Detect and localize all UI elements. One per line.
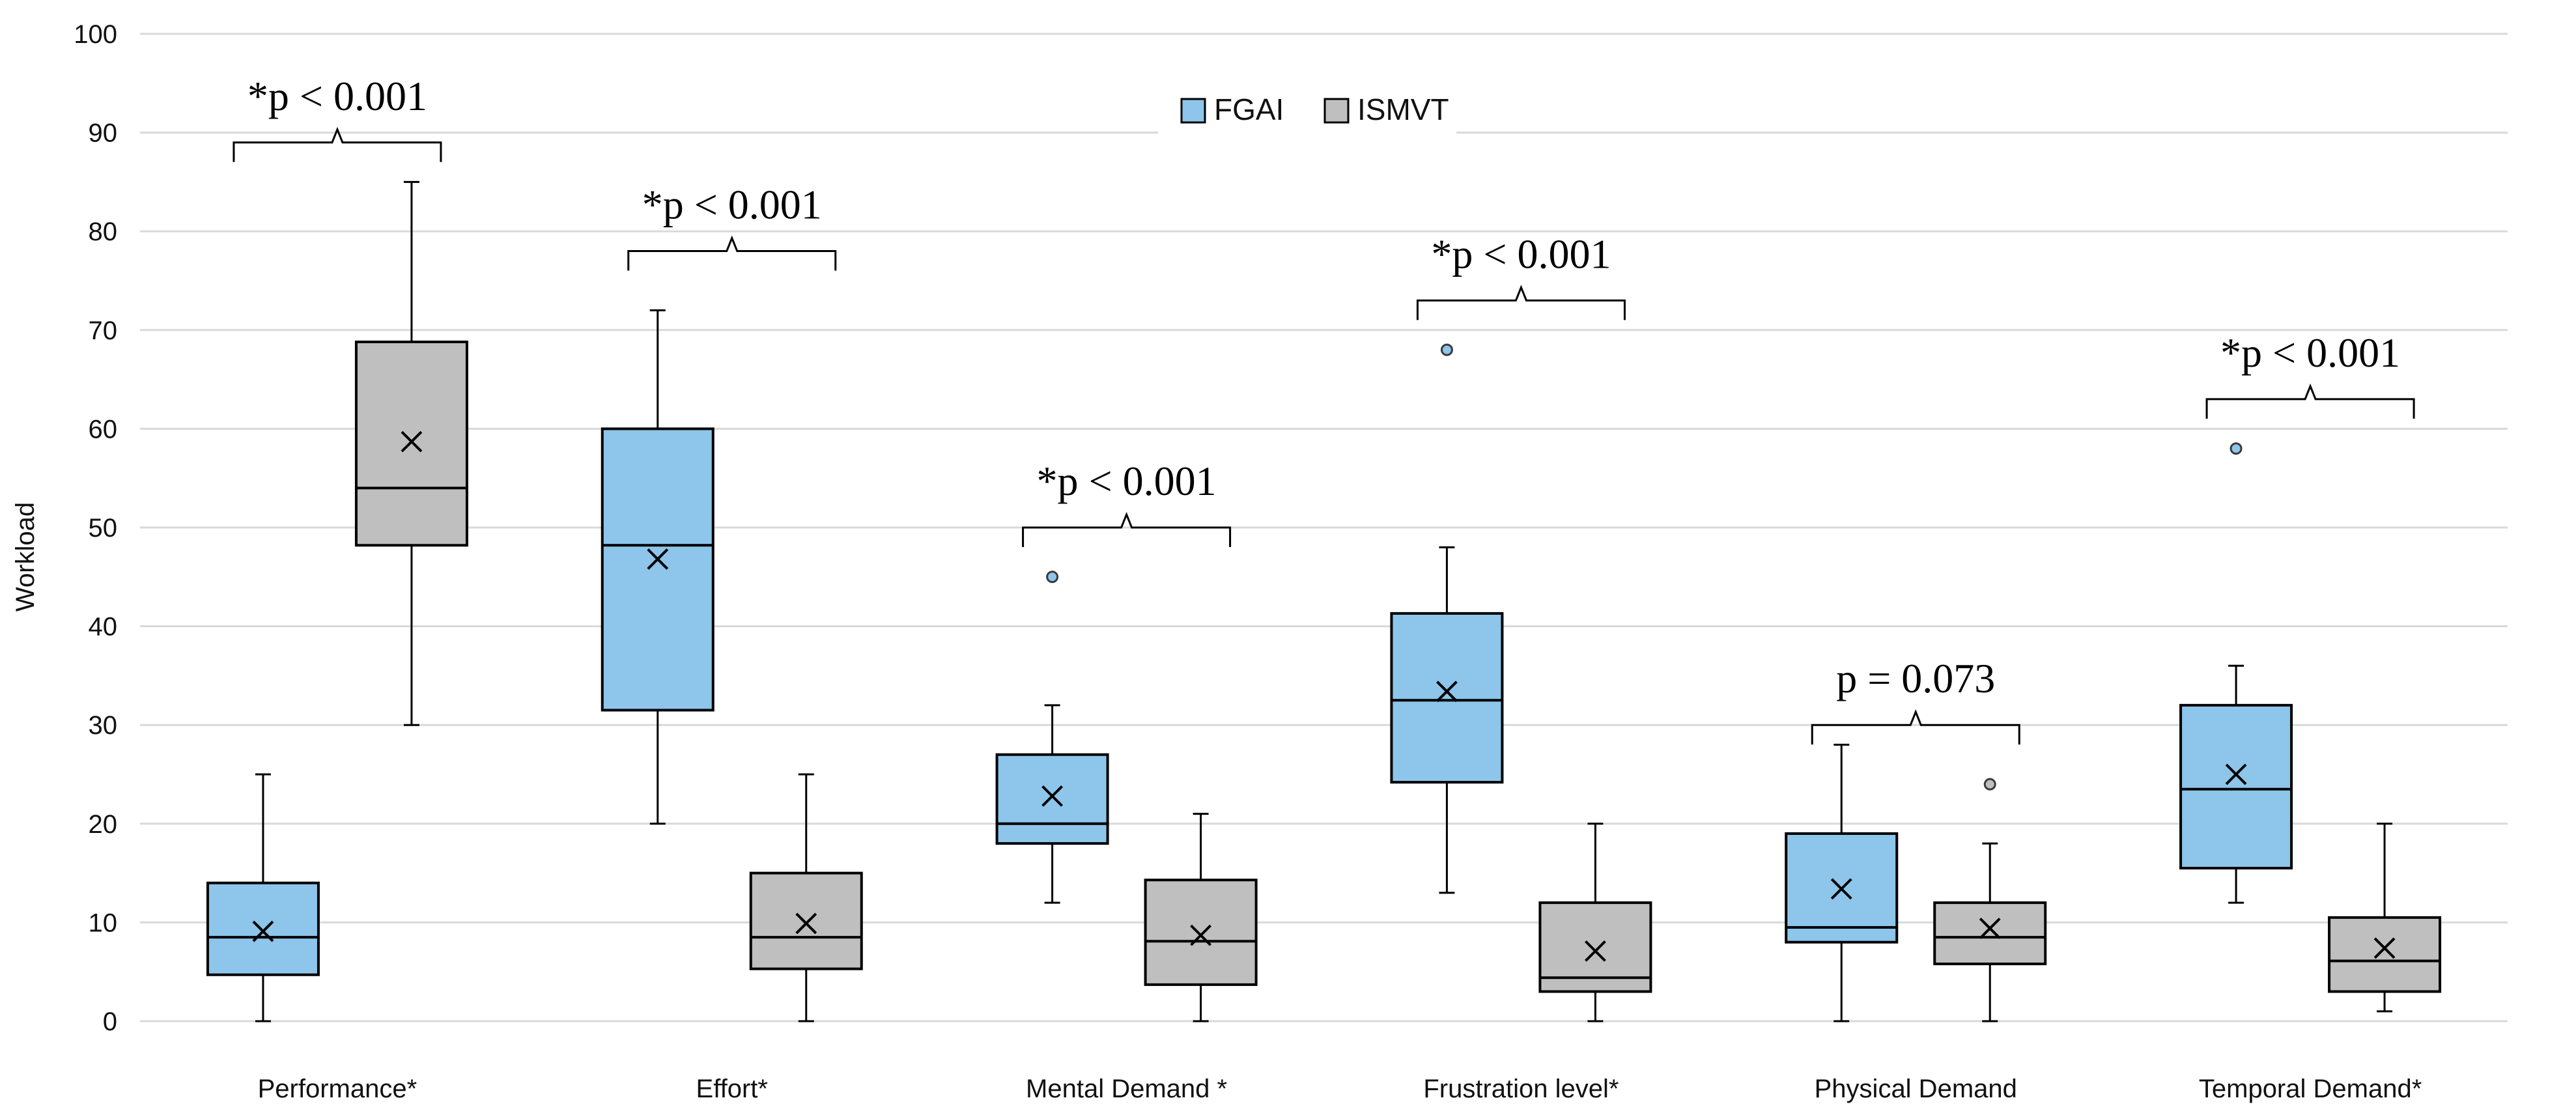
bracket-line (2205, 383, 2415, 419)
y-tick-label: 40 (89, 613, 118, 641)
mean-marker (1585, 940, 1606, 962)
significance-annotations: *p < 0.001 *p < 0.001 *p < 0.001 *p < 0.001… (233, 73, 2415, 745)
bracket-line (1811, 709, 2020, 745)
legend-background (1158, 85, 1456, 137)
box-plot (1390, 343, 1504, 894)
bracket-line (233, 126, 442, 162)
mean-marker (2225, 763, 2247, 785)
legend: FGAI ISMVT (1158, 85, 1456, 137)
box-iqr (2179, 703, 2293, 870)
outlier-point (1983, 778, 1996, 791)
legend-swatch (1323, 98, 1350, 124)
significance-bracket: *p < 0.001 (1416, 231, 1626, 320)
mean-marker (1041, 785, 1063, 807)
p-value-label: *p < 0.001 (1431, 231, 1611, 277)
p-value-label: *p < 0.001 (642, 182, 822, 228)
legend-label: ISMVT (1357, 92, 1449, 126)
legend-label: FGAI (1214, 92, 1284, 126)
significance-bracket: *p < 0.001 (233, 73, 442, 162)
outlier-point (1440, 343, 1453, 356)
x-axis-categories: Performance* Effort* Mental Demand * Frustr… (258, 1075, 2422, 1103)
y-tick-label: 30 (89, 711, 118, 740)
mean-marker (252, 920, 274, 942)
y-tick-label: 70 (89, 317, 118, 345)
legend-swatch (1180, 98, 1206, 124)
mean-marker (1830, 878, 1852, 900)
mean-marker (647, 548, 669, 570)
x-tick-label: Temporal Demand* (2199, 1075, 2422, 1103)
significance-bracket: p = 0.073 (1811, 655, 2020, 745)
box-plot (601, 309, 715, 825)
bracket-line (1022, 511, 1232, 547)
box-iqr (749, 871, 863, 970)
p-value-label: p = 0.073 (1836, 655, 1995, 701)
p-value-label: *p < 0.001 (2220, 330, 2400, 376)
box-iqr (601, 427, 715, 712)
y-axis-ticks: 0 10 20 30 40 50 60 70 80 90 100 (74, 20, 117, 1036)
y-tick-label: 0 (103, 1007, 117, 1036)
mean-marker (1436, 681, 1458, 703)
outlier-point (2229, 442, 2243, 455)
mean-marker (1979, 918, 2001, 939)
y-tick-label: 50 (89, 514, 118, 542)
y-tick-label: 90 (89, 119, 118, 148)
x-tick-label: Physical Demand (1815, 1075, 2017, 1103)
significance-bracket: *p < 0.001 (1022, 458, 1232, 547)
box-plot (206, 773, 320, 1022)
significance-bracket: *p < 0.001 (627, 182, 837, 271)
y-tick-label: 80 (89, 218, 118, 246)
y-tick-label: 10 (89, 909, 118, 937)
bracket-line (1416, 285, 1626, 320)
box-plot (1144, 813, 1258, 1022)
x-tick-label: Effort* (696, 1075, 768, 1103)
box-plot (354, 180, 468, 726)
mean-marker (401, 430, 423, 453)
x-tick-label: Frustration level* (1423, 1075, 1619, 1103)
box-plot (1785, 744, 1899, 1022)
box-plot (2328, 823, 2442, 1013)
x-tick-label: Mental Demand * (1026, 1075, 1227, 1103)
box-iqr (206, 881, 320, 976)
y-tick-label: 60 (89, 415, 118, 444)
y-tick-label: 20 (89, 810, 118, 839)
box-iqr (1144, 879, 1258, 986)
gridlines (140, 33, 2508, 1022)
box-plot (2179, 442, 2293, 904)
x-tick-label: Performance* (258, 1075, 418, 1103)
box-plot (1538, 823, 1652, 1022)
bracket-line (627, 235, 837, 271)
significance-bracket: *p < 0.001 (2205, 330, 2415, 419)
y-axis-label: Workload (11, 502, 40, 612)
box-plot (1933, 778, 2047, 1022)
mean-marker (2373, 937, 2396, 959)
box-iqr (995, 753, 1109, 845)
box-series (206, 180, 2442, 1022)
outlier-point (1046, 571, 1059, 584)
box-iqr (1933, 901, 2047, 966)
p-value-label: *p < 0.001 (1037, 458, 1217, 504)
y-tick-label: 100 (74, 20, 117, 49)
box-plot (995, 571, 1109, 904)
box-iqr (354, 340, 468, 547)
box-iqr (2328, 916, 2442, 993)
box-iqr (1390, 612, 1504, 784)
mean-marker (1190, 924, 1211, 946)
p-value-label: *p < 0.001 (248, 73, 427, 119)
box-plot (749, 773, 863, 1022)
mean-marker (795, 912, 817, 935)
